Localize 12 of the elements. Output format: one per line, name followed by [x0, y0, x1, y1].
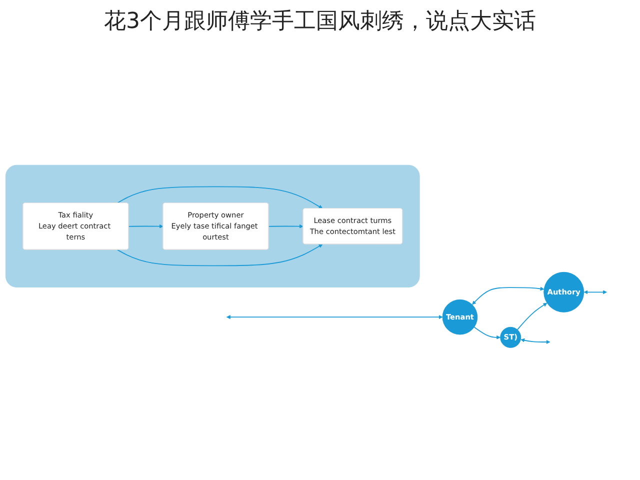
arrow	[472, 286, 544, 305]
arrow	[116, 244, 323, 266]
arrow	[516, 302, 548, 330]
arrow	[226, 315, 443, 320]
arrow	[268, 224, 304, 228]
arrow	[128, 224, 164, 228]
arrow	[584, 290, 607, 294]
cluster	[5, 164, 420, 288]
arrow	[116, 186, 323, 209]
arrow	[520, 338, 550, 344]
arrow	[474, 326, 501, 340]
title: 花3个月跟师傅学手工国风刺绣，说点大实话	[103, 8, 537, 36]
